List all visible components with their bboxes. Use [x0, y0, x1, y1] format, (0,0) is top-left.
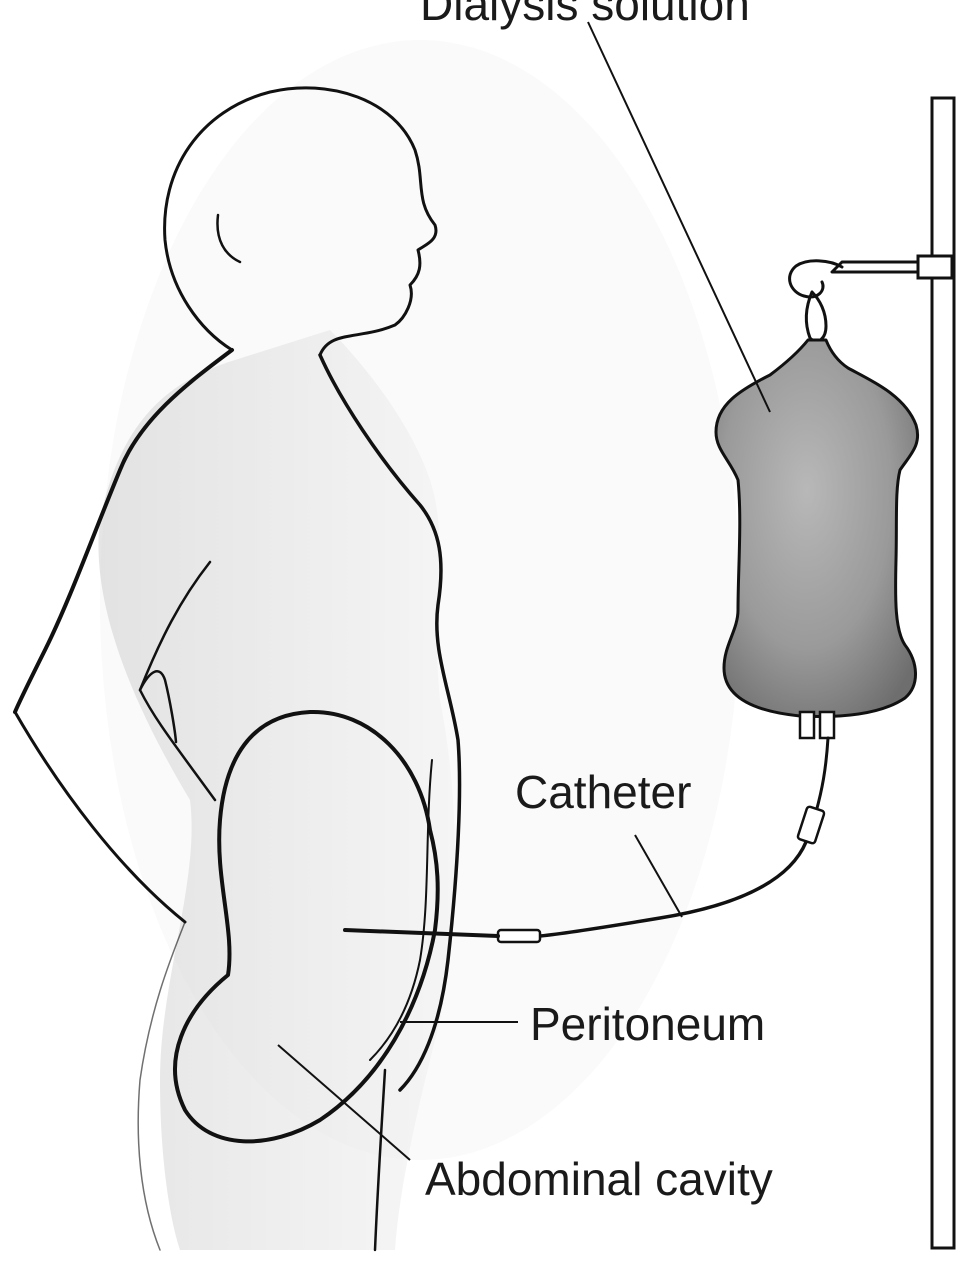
leader-dialysis-solution	[587, 21, 771, 413]
iv-hook	[788, 259, 844, 299]
leader-abdominal-cavity	[277, 1044, 411, 1161]
hand-outline	[138, 670, 178, 744]
label-dialysis-solution: Dialysis solution	[420, 0, 750, 30]
label-abdominal-cavity: Abdominal cavity	[425, 1153, 773, 1205]
iv-pole-shaft	[930, 96, 956, 1250]
catheter-tube-upper	[814, 736, 830, 814]
iv-pole	[788, 96, 956, 1250]
back-outline	[13, 348, 234, 714]
buttock-outline	[137, 921, 186, 1251]
catheter-tube	[343, 736, 830, 944]
catheter-tube-inner	[343, 928, 500, 938]
dialysis-bag-body	[714, 338, 919, 719]
leader-catheter	[634, 834, 683, 918]
arm-outline	[13, 710, 187, 924]
iv-pole-clamp	[916, 254, 954, 280]
catheter-tube-lower	[538, 840, 808, 938]
label-catheter: Catheter	[515, 766, 691, 818]
dialysis-bag	[714, 338, 919, 740]
iv-pole-arm	[830, 260, 920, 274]
front-outline	[318, 353, 462, 1092]
leg-outline	[373, 1068, 387, 1252]
leader-lines	[277, 21, 771, 1161]
ear-outline	[216, 213, 242, 264]
peritoneum-loop	[173, 709, 440, 1144]
dialysis-bag-port-right	[818, 710, 836, 740]
head-outline	[163, 86, 438, 357]
dialysis-bag-port-left	[798, 710, 816, 740]
peritoneum-loop-inner	[369, 759, 433, 1061]
catheter-joint	[496, 928, 542, 944]
label-peritoneum: Peritoneum	[530, 998, 765, 1050]
